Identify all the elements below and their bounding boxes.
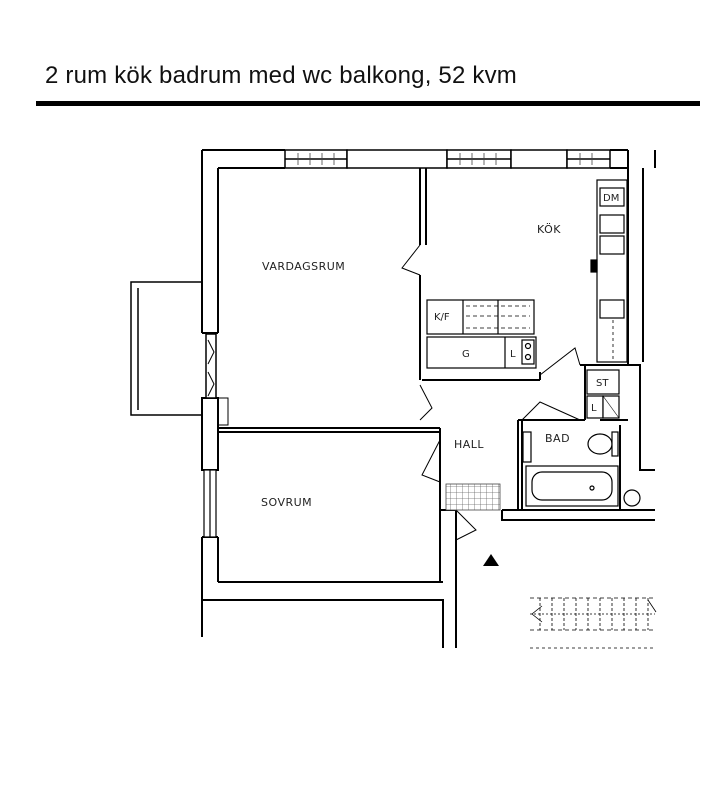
exterior-walls: [201, 149, 656, 648]
bathtub: [525, 465, 619, 507]
staircase: [530, 597, 657, 649]
doors: [218, 244, 581, 541]
floor-drain: [623, 489, 641, 507]
bedroom-window: [203, 469, 217, 538]
fixture-label-linen-hall: L: [510, 349, 516, 360]
toilet: [587, 431, 619, 457]
title-divider: [36, 101, 700, 106]
room-label-bedroom: SOVRUM: [261, 496, 312, 509]
interior-walls: [218, 168, 628, 510]
top-window-mullions: [297, 153, 593, 165]
fixture-label-wardrobe: G: [462, 349, 470, 360]
fridge-dashes: [466, 305, 530, 329]
room-label-hall: HALL: [454, 438, 484, 451]
page-title: 2 rum kök badrum med wc balkong, 52 kvm: [45, 62, 517, 89]
fixture-label-cleaning: ST: [596, 378, 609, 389]
wardrobe-block: [426, 336, 537, 369]
balcony: [130, 281, 217, 416]
room-label-living: VARDAGSRUM: [262, 260, 345, 273]
counter-dashes: [596, 270, 614, 362]
fixture-label-dishwasher: DM: [603, 193, 619, 204]
fixture-label-fridge: K/F: [434, 312, 450, 323]
hall-tiled-floor: [445, 483, 501, 511]
st-closet: [586, 369, 620, 419]
entrance-arrow-icon: [483, 554, 499, 566]
top-windows: [284, 149, 611, 169]
sink: [522, 431, 532, 463]
fixture-label-linen-bath: L: [591, 403, 597, 414]
room-label-kitchen: KÖK: [537, 223, 561, 236]
kitchen-counter: [590, 179, 628, 363]
room-label-bath: BAD: [545, 432, 570, 445]
